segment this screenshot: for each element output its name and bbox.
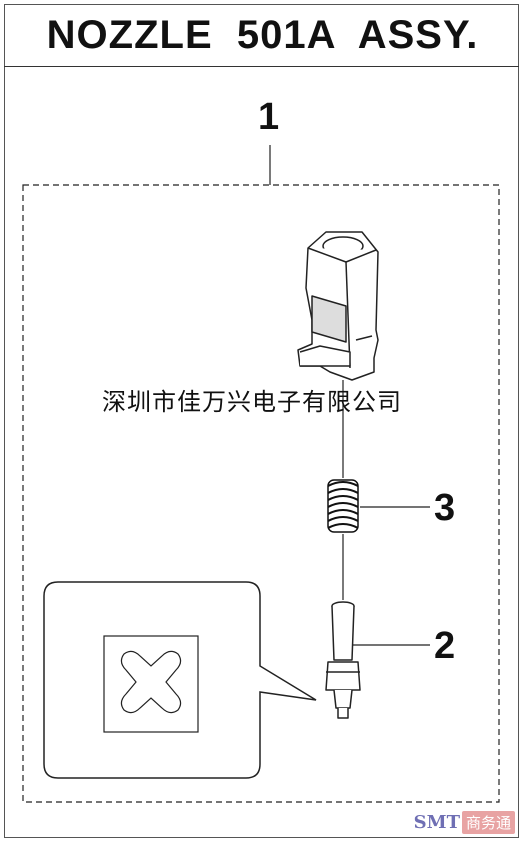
- cross-tip-shape: [120, 650, 182, 714]
- badge-smt-text: SMT: [413, 811, 460, 833]
- nozzle-head: [297, 231, 379, 381]
- site-badge: SMT 商务通: [413, 810, 515, 834]
- company-watermark: 深圳市佳万兴电子有限公司: [102, 388, 402, 416]
- nozzle-shaft: [325, 601, 361, 719]
- assembly-boundary: [22, 184, 500, 803]
- title-divider: [4, 66, 519, 67]
- outer-frame: [4, 4, 519, 838]
- spring: [327, 479, 359, 533]
- badge-cn-text: 商务通: [461, 810, 515, 834]
- callout-number-3: 3: [434, 487, 456, 529]
- callout-number-2: 2: [434, 625, 456, 667]
- detail-callout: [43, 581, 317, 779]
- page-title: NOZZLE 501A ASSY.: [46, 12, 479, 57]
- callout-number-1: 1: [258, 96, 280, 138]
